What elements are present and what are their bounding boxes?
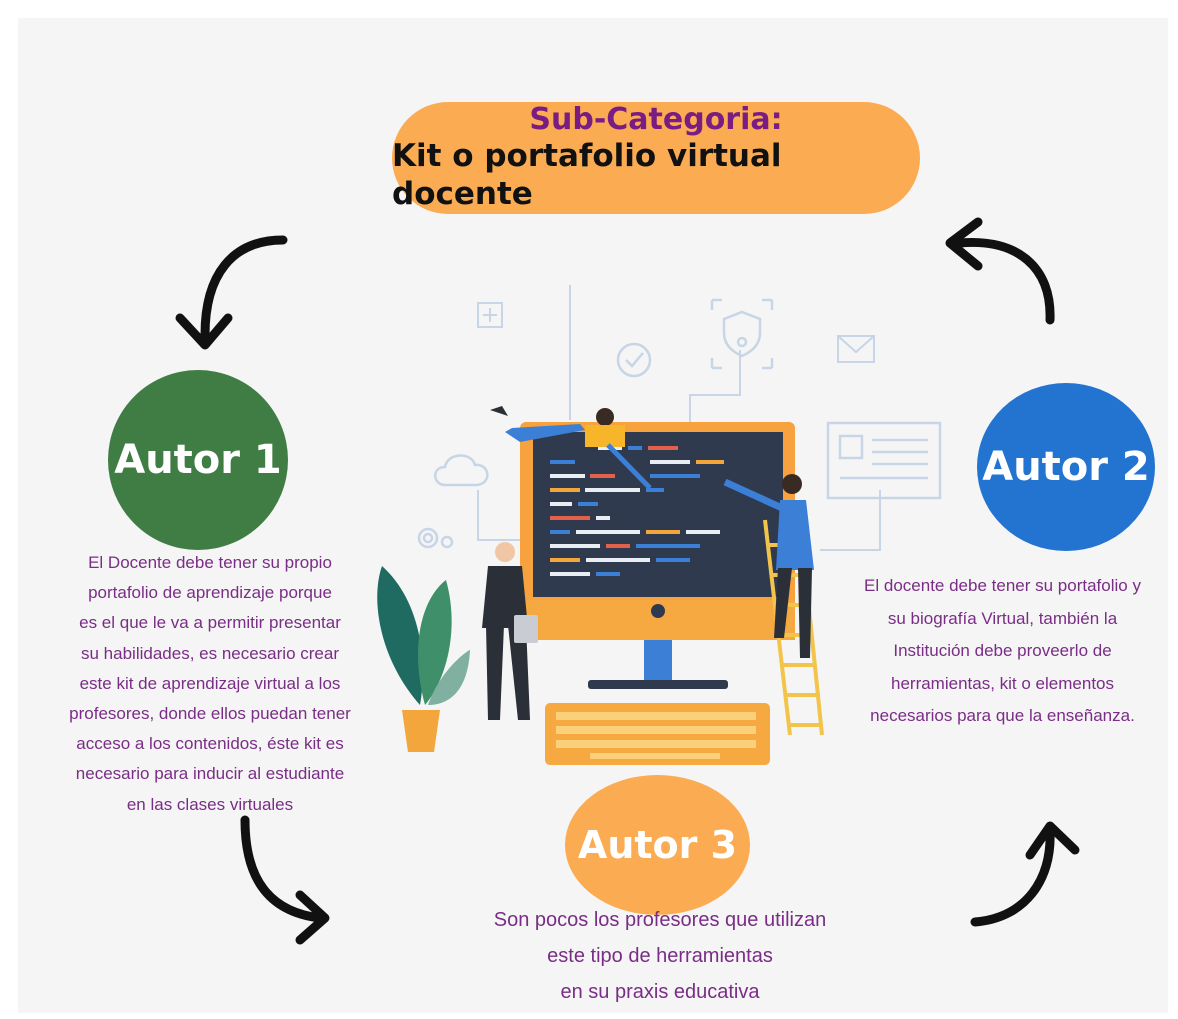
plus-box-icon xyxy=(477,302,503,328)
gear-icon xyxy=(417,527,454,549)
autor-2-circle: Autor 2 xyxy=(977,383,1155,551)
title-line-2: Kit o portafolio virtual docente xyxy=(392,138,782,213)
autor-3-circle: Autor 3 xyxy=(565,775,750,915)
document-icon xyxy=(826,421,942,500)
checkmark-icon xyxy=(616,342,652,378)
subcategory-title: Sub-Categoria: Kit o portafolio virtual … xyxy=(392,102,920,214)
keyboard-icon xyxy=(545,703,770,765)
standing-person-icon xyxy=(482,542,538,720)
description-line: El docente debe tener su portafolio y xyxy=(864,576,1141,595)
description-line: necesario para inducir al estudiante xyxy=(75,764,345,784)
description-line: su habilidades, es necesario crear xyxy=(81,643,339,663)
title-line-1: Sub-Categoria: xyxy=(529,101,783,137)
description-line: herramientas, kit o elementos xyxy=(891,673,1114,693)
cloud-icon xyxy=(434,454,489,487)
description-line: este kit de aprendizaje virtual a los xyxy=(79,673,341,693)
autor-2-description: El docente debe tener su portafolio y su… xyxy=(830,570,1175,733)
plant-icon xyxy=(377,566,470,752)
description-line: en las clases virtuales xyxy=(126,794,294,814)
description-line: acceso a los contenidos, éste kit es xyxy=(76,734,344,754)
connector-lines xyxy=(477,285,881,551)
description-line: Son pocos los profesores que utilizan xyxy=(493,909,827,931)
description-line: profesores, donde ellos puedan tener xyxy=(69,704,351,724)
mail-icon xyxy=(837,335,875,363)
autor-1-label: Autor 1 xyxy=(114,437,282,483)
description-line: Institución debe proveerlo de xyxy=(893,641,1112,660)
description-line: su biografía Virtual, también la xyxy=(887,608,1118,628)
description-line: El Docente debe tener su propio xyxy=(88,553,332,572)
flying-person-icon xyxy=(490,406,652,490)
autor-1-description: El Docente debe tener su propio portafol… xyxy=(40,548,380,820)
description-line: necesarios para que la enseñanza. xyxy=(870,706,1135,725)
description-line: es el que le va a permitir presentar xyxy=(79,613,341,633)
description-line: en su praxis educativa xyxy=(560,981,760,1003)
description-line: este tipo de herramientas xyxy=(547,945,773,967)
autor-3-description: Son pocos los profesores que utilizan es… xyxy=(430,902,890,1010)
description-line: portafolio de aprendizaje porque xyxy=(88,583,332,603)
computer-monitor-icon xyxy=(520,422,795,689)
autor-2-label: Autor 2 xyxy=(982,444,1150,490)
shield-icon xyxy=(710,298,774,370)
person-on-ladder-icon xyxy=(723,474,814,658)
autor-3-label: Autor 3 xyxy=(577,823,738,867)
autor-1-circle: Autor 1 xyxy=(108,370,288,550)
curved-arrow-icon xyxy=(175,217,1080,945)
